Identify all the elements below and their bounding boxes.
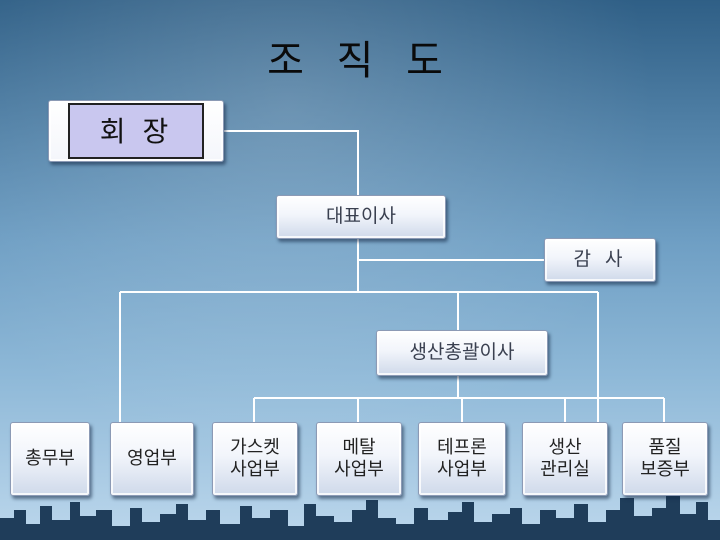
dept-metal: 메탈 사업부 (316, 422, 402, 496)
chairman-label: 회 장 (68, 103, 204, 159)
dept-teflon: 테프론 사업부 (418, 422, 506, 496)
connector-chairman-ceo (224, 131, 358, 195)
dept-sales: 영업부 (110, 422, 194, 496)
dept-quality-assurance: 품질 보증부 (622, 422, 708, 496)
auditor-node: 감 사 (544, 238, 656, 282)
page-title: 조 직 도 (0, 28, 720, 86)
dept-general-affairs: 총무부 (10, 422, 90, 496)
dept-gasket: 가스켓 사업부 (212, 422, 298, 496)
dept-production-control: 생산 관리실 (522, 422, 608, 496)
ceo-node: 대표이사 (276, 195, 446, 239)
gm-director-node: 생산총괄이사 (376, 330, 548, 376)
chairman-node: 회 장 (48, 100, 224, 162)
